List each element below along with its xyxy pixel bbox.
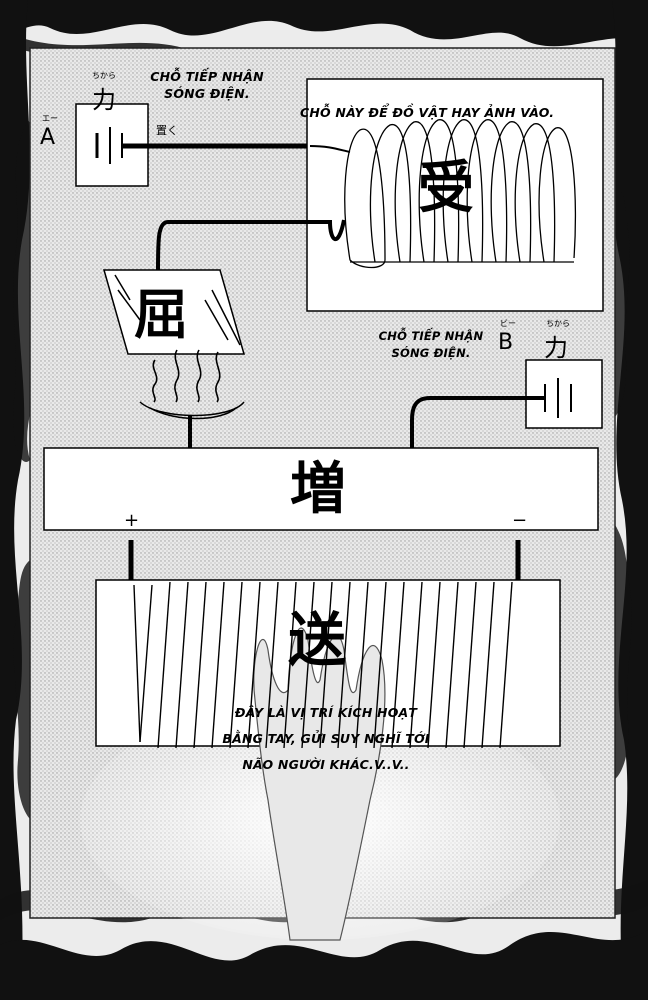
ground-b-letter-ruby: ビー <box>500 319 516 328</box>
sender-caption-line-2: BẰNG TAY, GỬI SUY NGHĨ TỚI <box>222 731 430 746</box>
ground-b-box <box>410 359 603 448</box>
amplifier-minus: − <box>512 510 528 531</box>
ground-a-letter: A <box>40 125 56 150</box>
ground-a-letter-ruby: エー <box>42 114 58 123</box>
ground-a-sub: 置く <box>156 124 178 137</box>
sender-kanji: 送 <box>288 606 347 674</box>
sender-caption-line-3: NÃO NGƯỜI KHÁC.V..V.. <box>242 757 410 772</box>
amplifier-plus: + <box>124 510 140 531</box>
amplifier-box <box>43 447 599 584</box>
ground-b-caption: CHỖ TIẾP NHẬN SÓNG ĐIỆN. <box>372 328 490 362</box>
ground-b-kanji-ruby: ちから <box>546 319 570 328</box>
receiver-caption: CHỖ NÀY ĐỂ ĐỒ VẬT HAY ẢNH VÀO. <box>300 105 555 120</box>
sender-caption-line-1: ĐÂY LÀ VỊ TRÍ KÍCH HOẠT <box>234 705 418 720</box>
ground-b-letter: B <box>498 330 514 355</box>
ground-a-caption-line-2: SÓNG ĐIỆN. <box>164 86 250 101</box>
sender-caption: ĐÂY LÀ VỊ TRÍ KÍCH HOẠT BẰNG TAY, GỬI SU… <box>196 700 456 778</box>
ground-a-caption: CHỖ TIẾP NHẬN SÓNG ĐIỆN. <box>132 68 282 102</box>
sender-box <box>95 579 561 941</box>
amplifier-kanji: 増 <box>290 456 346 522</box>
bend-box <box>103 269 245 448</box>
ground-a-box <box>75 103 310 187</box>
ground-a-kanji: 力 <box>92 86 116 114</box>
ground-b-kanji: 力 <box>544 334 568 362</box>
ground-b-caption-line-1: CHỖ TIẾP NHẬN <box>378 329 484 343</box>
receiver-kanji: 受 <box>418 155 474 221</box>
bend-kanji: 屈 <box>134 282 188 346</box>
ground-b-caption-line-2: SÓNG ĐIỆN. <box>391 346 471 360</box>
ground-a-kanji-ruby: ちから <box>92 71 116 80</box>
receiver-box <box>156 78 604 312</box>
ground-a-caption-line-1: CHỖ TIẾP NHẬN <box>150 69 264 84</box>
